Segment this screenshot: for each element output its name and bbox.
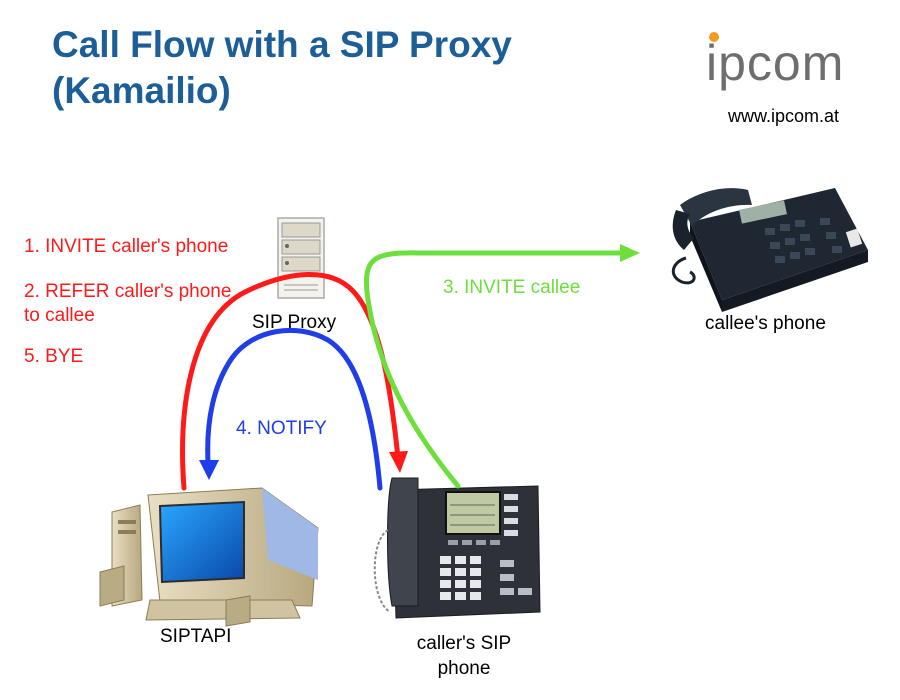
msg-bye: 5. BYE bbox=[24, 346, 84, 367]
msg-refer-line-1: 2. REFER caller's phone bbox=[24, 281, 232, 302]
blue-signal-arrow bbox=[205, 327, 383, 491]
msg-invite-callee: 3. INVITE callee bbox=[443, 277, 581, 298]
red-arrowhead bbox=[389, 451, 408, 473]
green-arrowhead bbox=[620, 244, 640, 262]
blue-arrowhead bbox=[199, 460, 219, 480]
msg-invite-caller: 1. INVITE caller's phone bbox=[24, 236, 229, 257]
green-signal-arrow bbox=[363, 250, 625, 489]
msg-refer-line-2: to callee bbox=[24, 305, 95, 326]
red-signal-arrow bbox=[180, 272, 401, 491]
msg-notify: 4. NOTIFY bbox=[236, 418, 327, 439]
label-callee-phone: callee's phone bbox=[705, 313, 826, 334]
title-line-2: (Kamailio) bbox=[52, 70, 231, 111]
caller-sip-phone-icon bbox=[373, 477, 541, 619]
title-line-1: Call Flow with a SIP Proxy bbox=[52, 24, 512, 65]
logo-url: www.ipcom.at bbox=[728, 106, 840, 126]
label-caller-phone-line-2: phone bbox=[437, 658, 491, 679]
ipcom-logo: ipcom bbox=[706, 32, 844, 91]
label-siptapi: SIPTAPI bbox=[160, 626, 232, 647]
page-title: Call Flow with a SIP Proxy (Kamailio) bbox=[52, 22, 512, 114]
logo-text: ipcom bbox=[706, 35, 844, 91]
callee-phone-icon bbox=[671, 188, 868, 312]
sip-proxy-server-icon bbox=[277, 217, 325, 299]
siptapi-computer-icon bbox=[99, 487, 319, 627]
label-sip-proxy: SIP Proxy bbox=[252, 312, 337, 333]
label-caller-phone-line-1: caller's SIP bbox=[416, 633, 512, 654]
